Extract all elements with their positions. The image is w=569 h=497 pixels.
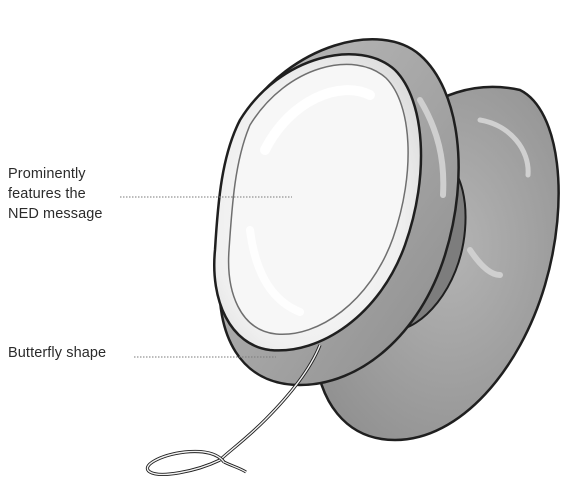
annotation-ned-line-3: NED message bbox=[8, 204, 158, 224]
annotation-ned-message: Prominently features the NED message bbox=[8, 164, 158, 224]
string-loop bbox=[147, 451, 246, 474]
annotation-ned-line-1: Prominently bbox=[8, 164, 158, 184]
annotation-butterfly-text: Butterfly shape bbox=[8, 343, 158, 363]
annotation-ned-line-2: features the bbox=[8, 184, 158, 204]
annotation-butterfly-shape: Butterfly shape bbox=[8, 343, 158, 363]
